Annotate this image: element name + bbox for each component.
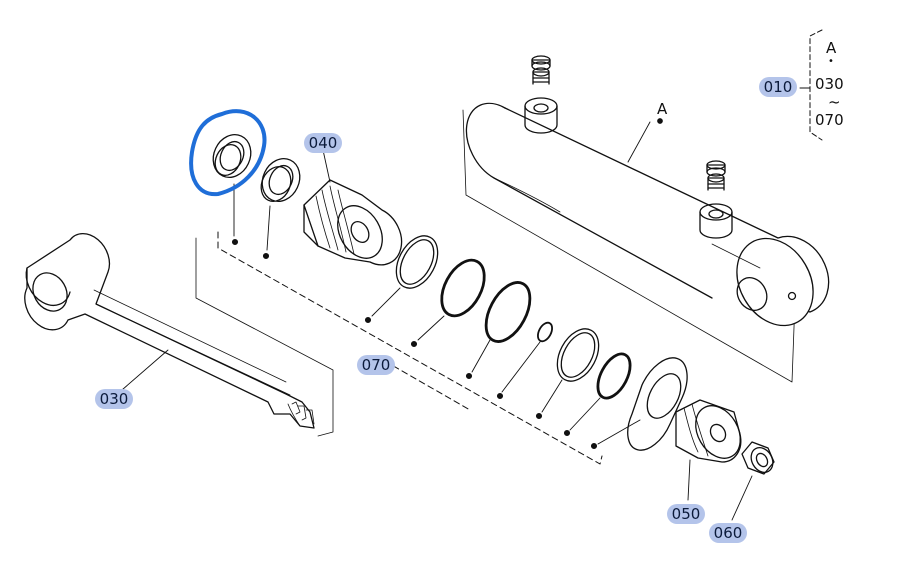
backup-ring-2[interactable] bbox=[535, 322, 607, 420]
nut[interactable] bbox=[731, 441, 777, 521]
wiper-ring[interactable] bbox=[255, 152, 306, 260]
cylinder-label: A bbox=[657, 100, 668, 118]
callout-010[interactable]: 010 bbox=[759, 77, 797, 97]
legend-to: 070 bbox=[815, 111, 844, 129]
rod-head[interactable] bbox=[303, 149, 403, 266]
tube-body bbox=[504, 107, 830, 313]
callout-030[interactable]: 030 bbox=[95, 389, 133, 409]
legend-tilde: ~ bbox=[828, 93, 841, 111]
cylinder-tube[interactable] bbox=[462, 55, 830, 383]
legend-top: A bbox=[826, 39, 837, 57]
circle-highlight-icon bbox=[189, 109, 267, 197]
callout-060[interactable]: 060 bbox=[709, 523, 747, 543]
legend-bracket bbox=[799, 29, 823, 141]
o-ring-1[interactable] bbox=[410, 253, 493, 348]
legend-dot: • bbox=[828, 56, 834, 67]
tube-frame bbox=[462, 109, 796, 383]
callout-070[interactable]: 070 bbox=[357, 355, 395, 375]
rod-seal[interactable] bbox=[206, 128, 257, 246]
seal-kit-bracket bbox=[217, 231, 603, 465]
legend-from: 030 bbox=[815, 75, 844, 93]
piston-rod[interactable] bbox=[24, 232, 334, 437]
callout-050[interactable]: 050 bbox=[667, 504, 705, 524]
callout-040[interactable]: 040 bbox=[304, 133, 342, 153]
wear-ring[interactable] bbox=[590, 357, 688, 451]
o-ring-3[interactable] bbox=[563, 349, 637, 437]
small-o-ring[interactable] bbox=[496, 320, 555, 400]
piston[interactable] bbox=[675, 398, 749, 501]
seal-ring-1[interactable] bbox=[364, 229, 446, 324]
o-ring-2[interactable] bbox=[465, 275, 539, 380]
